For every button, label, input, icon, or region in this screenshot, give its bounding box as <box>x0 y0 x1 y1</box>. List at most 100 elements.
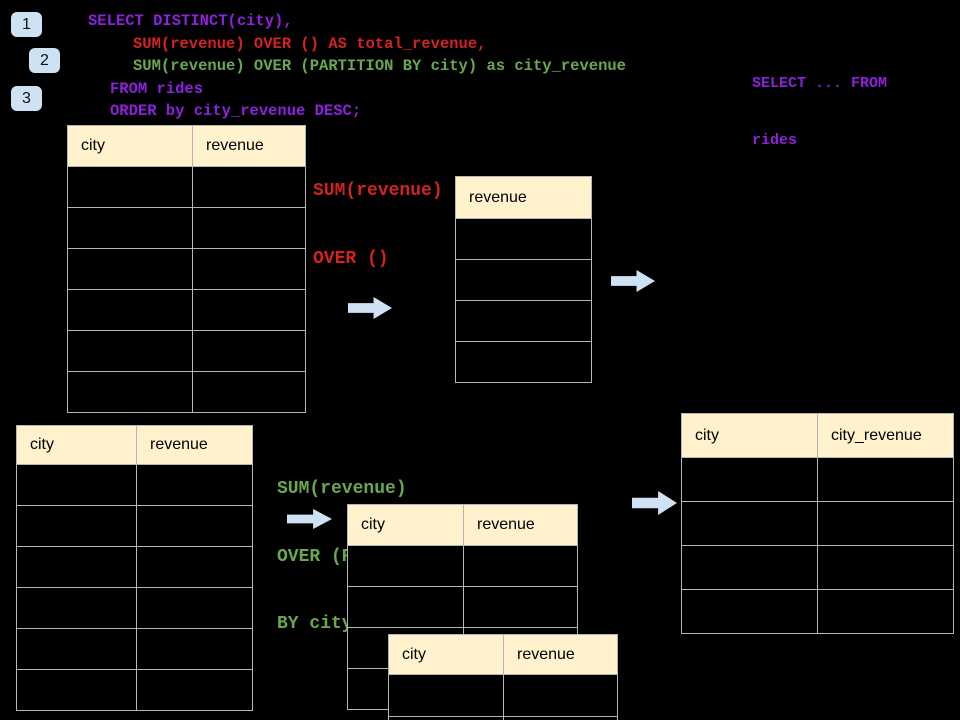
empty-cell <box>347 586 464 628</box>
side-note-line-2: rides <box>752 132 798 149</box>
empty-cell <box>463 545 578 587</box>
column-header: revenue <box>463 504 578 546</box>
empty-cell <box>192 371 306 413</box>
annotation-partition-line-1: SUM(revenue) <box>277 479 407 499</box>
empty-cell <box>16 628 137 670</box>
column-header: city <box>16 425 137 465</box>
empty-cell <box>67 371 193 413</box>
side-note-select-from-rides: SELECT ... FROM rides <box>752 36 887 188</box>
sql-code-line-order-by: ORDER by city_revenue DESC; <box>110 102 362 120</box>
empty-cell <box>67 207 193 249</box>
column-header: city <box>681 413 818 458</box>
empty-cell <box>388 674 504 717</box>
table-row <box>388 674 618 717</box>
column-header: city_revenue <box>817 413 954 458</box>
empty-cell <box>817 501 954 546</box>
table-row <box>16 464 253 506</box>
empty-cell <box>67 166 193 208</box>
step-badge-3: 3 <box>11 86 42 111</box>
empty-cell <box>136 464 253 506</box>
column-header: city <box>347 504 464 546</box>
annotation-total-revenue: SUM(revenue) OVER () <box>313 135 443 315</box>
sql-code-line-select: SELECT DISTINCT(city), <box>88 12 293 30</box>
empty-cell <box>136 505 253 547</box>
empty-cell <box>388 716 504 720</box>
column-header: revenue <box>503 634 618 675</box>
table-row <box>681 501 954 546</box>
table-row <box>16 505 253 547</box>
column-header: revenue <box>192 125 306 167</box>
empty-cell <box>503 674 618 717</box>
table-row <box>681 589 954 634</box>
empty-cell <box>136 628 253 670</box>
table-row <box>16 587 253 629</box>
empty-cell <box>455 218 592 260</box>
empty-cell <box>192 166 306 208</box>
empty-cell <box>817 589 954 634</box>
empty-cell <box>817 545 954 590</box>
empty-cell <box>817 457 954 502</box>
empty-cell <box>16 505 137 547</box>
arrow-right-icon-final-result <box>632 491 677 515</box>
empty-cell <box>16 669 137 711</box>
annotation-total-line-2: OVER () <box>313 248 389 269</box>
table-row <box>681 545 954 590</box>
table-row <box>681 457 954 502</box>
empty-cell <box>503 716 618 720</box>
table-row <box>67 330 306 372</box>
table-row <box>455 218 592 260</box>
table-row <box>67 207 306 249</box>
arrow-right-icon-total-result <box>611 270 655 292</box>
empty-cell <box>16 546 137 588</box>
empty-cell <box>136 546 253 588</box>
sql-code-line-from: FROM rides <box>110 80 204 98</box>
empty-cell <box>67 330 193 372</box>
table-row <box>455 300 592 342</box>
empty-cell <box>192 330 306 372</box>
table-row <box>455 341 592 383</box>
table-row <box>16 669 253 711</box>
table-row <box>67 289 306 331</box>
table-total-revenue-result: revenue <box>455 176 592 383</box>
empty-cell <box>136 587 253 629</box>
header-row: revenue <box>455 176 592 219</box>
empty-cell <box>67 248 193 290</box>
table-row <box>455 259 592 301</box>
empty-cell <box>192 248 306 290</box>
empty-cell <box>455 300 592 342</box>
step-badge-2: 2 <box>29 48 60 73</box>
empty-cell <box>136 669 253 711</box>
empty-cell <box>347 545 464 587</box>
empty-cell <box>192 289 306 331</box>
table-row <box>16 628 253 670</box>
table-row <box>347 545 578 587</box>
sql-code-line-partition: SUM(revenue) OVER (PARTITION BY city) as… <box>133 57 626 75</box>
annotation-total-line-1: SUM(revenue) <box>313 181 443 201</box>
table-row <box>388 716 618 720</box>
sql-code-line-total-revenue: SUM(revenue) OVER () AS total_revenue, <box>133 35 487 53</box>
empty-cell <box>681 545 818 590</box>
empty-cell <box>681 589 818 634</box>
table-row <box>67 248 306 290</box>
empty-cell <box>455 341 592 383</box>
table-row <box>67 166 306 208</box>
column-header: city <box>67 125 193 167</box>
column-header: revenue <box>136 425 253 465</box>
empty-cell <box>67 289 193 331</box>
empty-cell <box>455 259 592 301</box>
table-row <box>67 371 306 413</box>
table-row <box>16 546 253 588</box>
empty-cell <box>16 587 137 629</box>
empty-cell <box>192 207 306 249</box>
empty-cell <box>681 501 818 546</box>
